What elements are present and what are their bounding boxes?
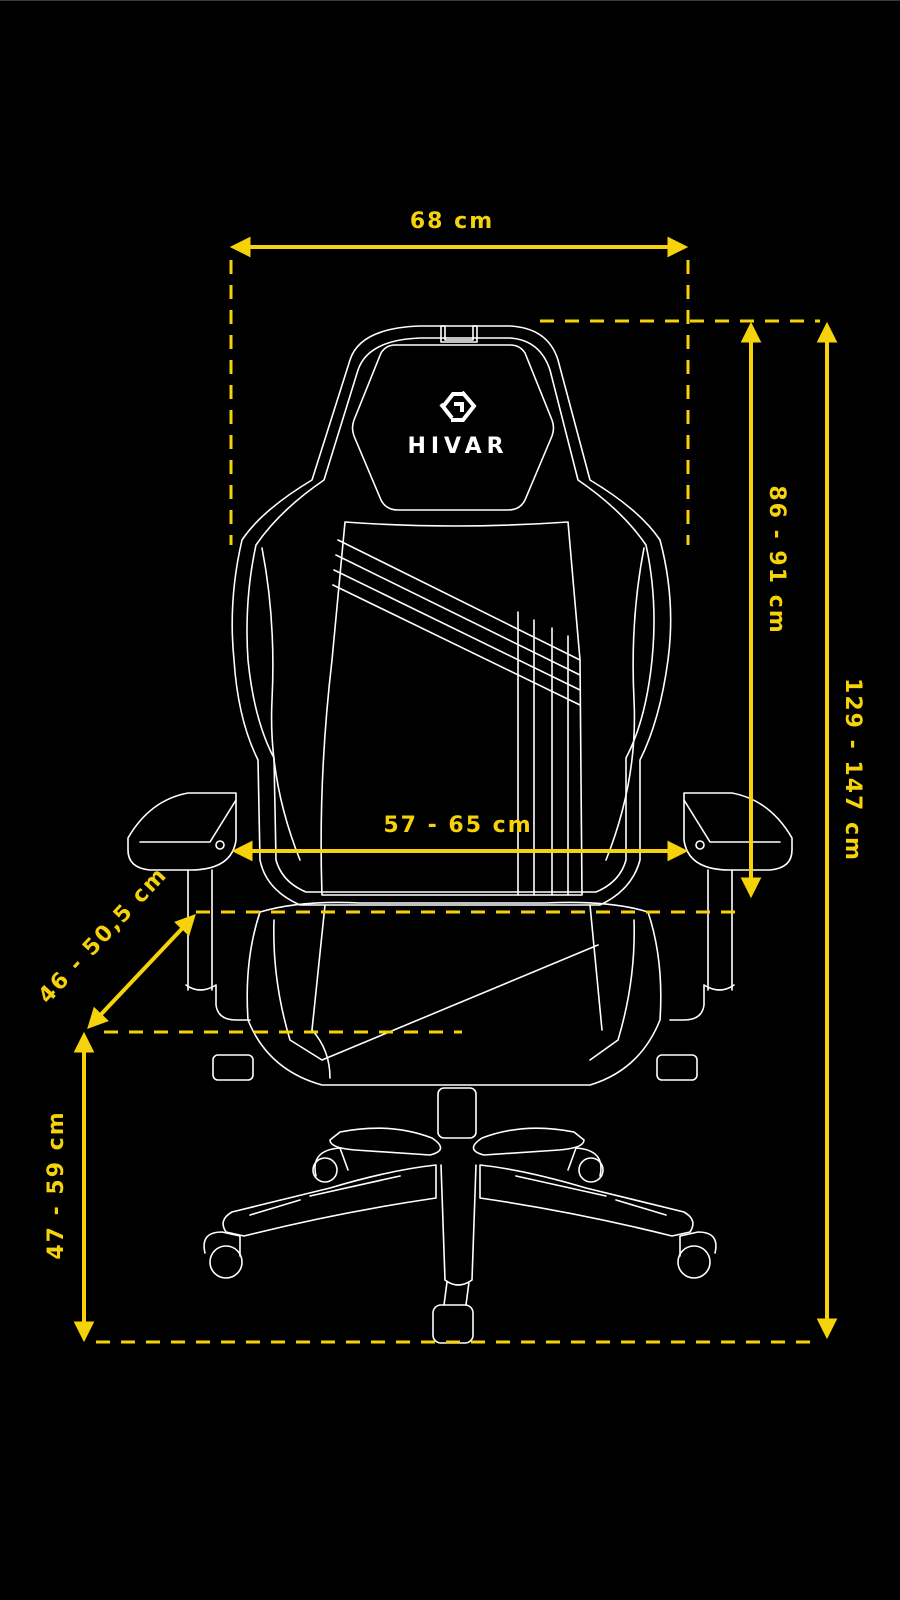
dimension-backrest-width: 68 cm: [229, 209, 690, 545]
seat-depth-label: 46 - 50,5 cm: [34, 862, 173, 1008]
dimension-seat-height: 47 - 59 cm: [44, 1031, 95, 1343]
backrest-width-label: 68 cm: [410, 209, 494, 234]
headrest-pillow: [351, 344, 555, 511]
seat-height-label: 47 - 59 cm: [44, 1110, 69, 1259]
armrest-width-label: 57 - 65 cm: [383, 813, 532, 838]
top-border: [0, 0, 900, 1]
dimension-seat-depth: 46 - 50,5 cm: [34, 862, 196, 1030]
dimension-total-height: 129 - 147 cm: [816, 321, 865, 1340]
dimension-backrest-height: 86 - 91 cm: [740, 321, 789, 899]
hivar-logo: HIVAR: [407, 390, 508, 459]
backrest-height-label: 86 - 91 cm: [764, 485, 789, 634]
dimension-armrest-width: 57 - 65 cm: [231, 813, 689, 862]
hexagon-s-logo-icon: [439, 390, 477, 422]
total-height-label: 129 - 147 cm: [840, 678, 865, 862]
brand-name: HIVAR: [407, 434, 508, 459]
